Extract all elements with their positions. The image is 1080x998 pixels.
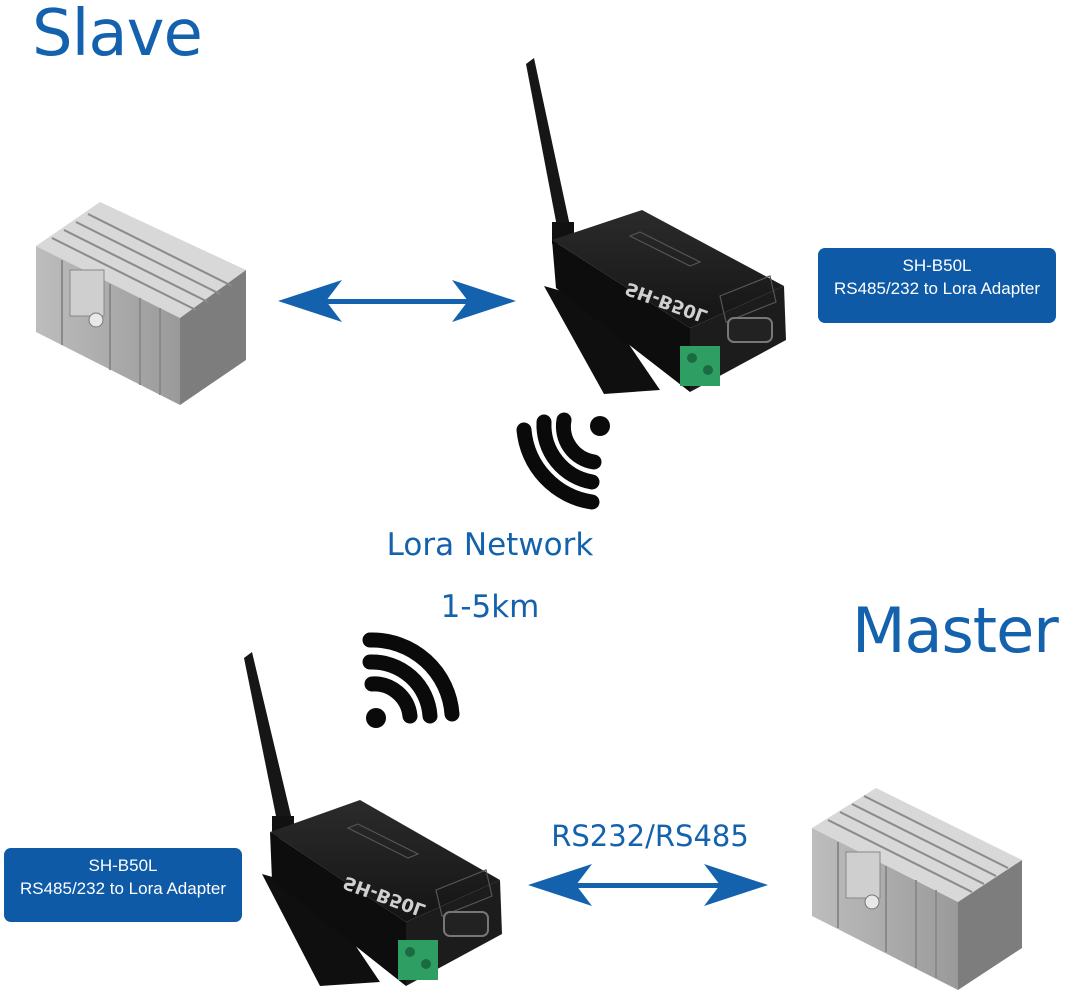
network-range: 1-5km xyxy=(440,589,540,625)
network-label: Lora Network xyxy=(386,527,594,563)
master-title: Master xyxy=(852,594,1059,667)
adapter-description-bottom: RS485/232 to Lora Adapter xyxy=(19,879,227,898)
plc-icon-slave xyxy=(36,202,246,405)
lora-adapter-icon-slave: SH-B50L xyxy=(526,58,786,394)
double-arrow-icon-bottom xyxy=(528,864,768,906)
double-arrow-icon-top xyxy=(278,280,516,322)
link-label: RS232/RS485 xyxy=(551,819,749,853)
adapter-model-top: SH-B50L xyxy=(902,256,972,275)
wireless-signal-icon-bottom xyxy=(362,632,460,728)
lora-adapter-icon-master: SH-B50L xyxy=(244,652,502,986)
adapter-info-box-top: SH-B50L RS485/232 to Lora Adapter xyxy=(818,248,1056,323)
slave-title: Slave xyxy=(32,0,203,71)
adapter-description-top: RS485/232 to Lora Adapter xyxy=(833,279,1041,298)
adapter-info-box-bottom: SH-B50L RS485/232 to Lora Adapter xyxy=(4,848,242,922)
wireless-signal-icon-top xyxy=(516,412,610,510)
adapter-model-bottom: SH-B50L xyxy=(88,856,158,875)
plc-icon-master xyxy=(812,788,1022,990)
